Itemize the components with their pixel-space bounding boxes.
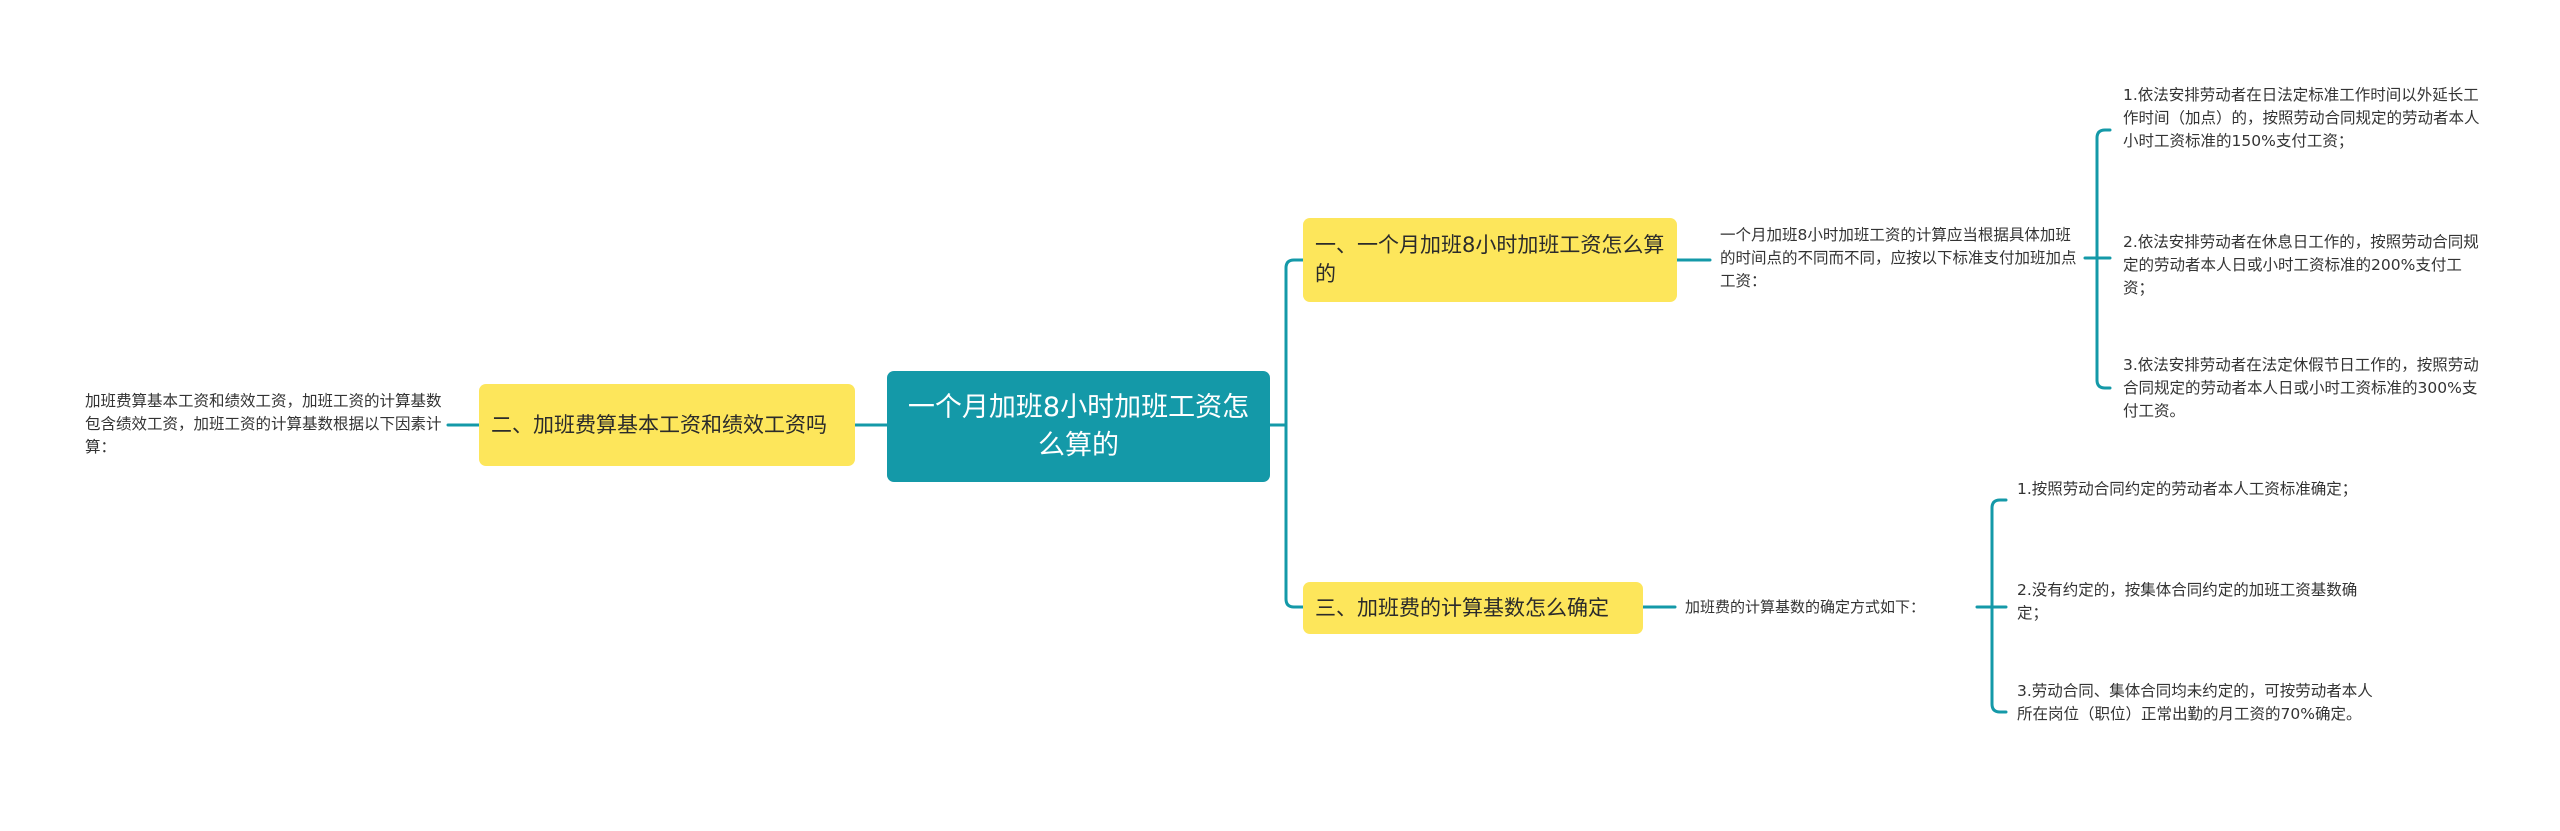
connector-trunk xyxy=(1284,258,1305,609)
branch-1-leaf-2: 2.依法安排劳动者在休息日工作的，按照劳动合同规定的劳动者本人日或小时工资标准的… xyxy=(2123,233,2479,297)
branch-2-description: 加班费算基本工资和绩效工资，加班工资的计算基数包含绩效工资，加班工资的计算基数根… xyxy=(85,392,442,456)
branch-3-description: 加班费的计算基数的确定方式如下： xyxy=(1685,598,1926,616)
branch-3-leaf-3: 3.劳动合同、集体合同均未约定的，可按劳动者本人所在岗位（职位）正常出勤的月工资… xyxy=(2017,682,2373,723)
branch-label: 三、加班费的计算基数怎么确定 xyxy=(1315,595,1609,620)
branch-1-leaf-3: 3.依法安排劳动者在法定休假节日工作的，按照劳动合同规定的劳动者本人日或小时工资… xyxy=(2123,356,2479,420)
branch-node-3[interactable]: 三、加班费的计算基数怎么确定 xyxy=(1303,582,1643,634)
branch-label: 一、一个月加班8小时加班工资怎么算的 xyxy=(1315,233,1665,286)
branch-3-leaf-1: 1.按照劳动合同约定的劳动者本人工资标准确定； xyxy=(2017,480,2358,498)
branch-1-description: 一个月加班8小时加班工资的计算应当根据具体加班的时间点的不同而不同，应按以下标准… xyxy=(1720,226,2077,290)
branch-1-leaf-1: 1.依法安排劳动者在日法定标准工作时间以外延长工作时间（加点）的，按照劳动合同规… xyxy=(2123,86,2480,150)
branch-3-leaf-2: 2.没有约定的，按集体合同约定的加班工资基数确定； xyxy=(2017,581,2358,622)
branch-label: 二、加班费算基本工资和绩效工资吗 xyxy=(491,412,827,437)
branch-node-2[interactable]: 二、加班费算基本工资和绩效工资吗 xyxy=(479,384,855,466)
root-node[interactable]: 一个月加班8小时加班工资怎么算的 xyxy=(887,371,1270,482)
branch-node-1[interactable]: 一、一个月加班8小时加班工资怎么算的 xyxy=(1303,218,1677,302)
root-label: 一个月加班8小时加班工资怎么算的 xyxy=(907,391,1250,461)
